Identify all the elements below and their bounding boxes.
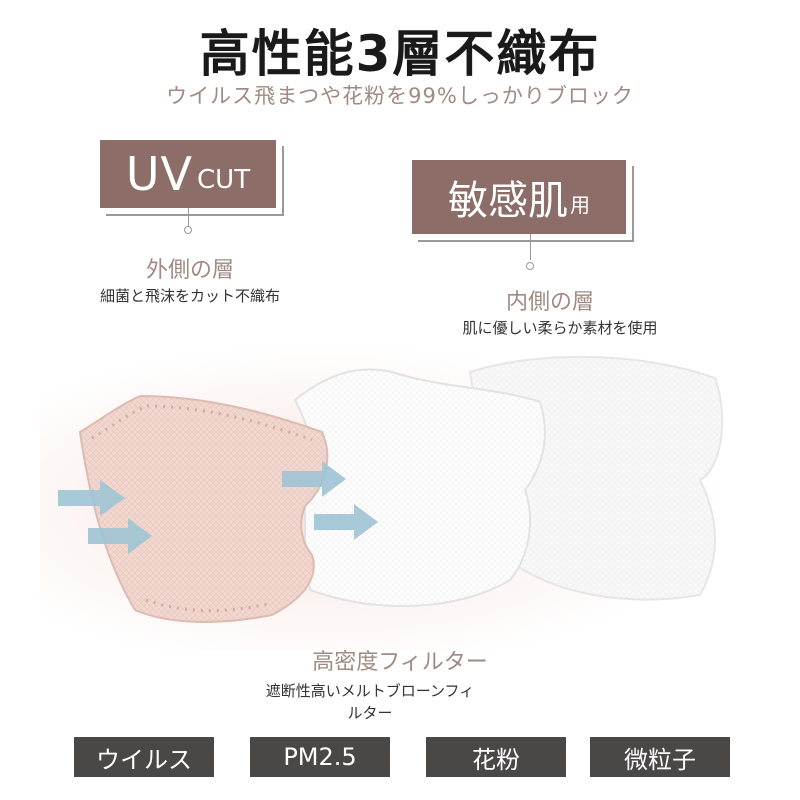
arrow-icon bbox=[58, 480, 125, 516]
tag-pm25: PM2.5 bbox=[250, 737, 390, 777]
tag-fine-particles: 微粒子 bbox=[590, 737, 730, 777]
filter-desc-line2: ルター bbox=[347, 704, 393, 722]
uv-badge-main: UV bbox=[125, 147, 194, 201]
outer-pointer-line bbox=[188, 208, 189, 228]
outer-layer-title: 外側の層 bbox=[145, 258, 234, 283]
filter-layer-description: 遮断性高いメルトブローンフィ ルター bbox=[230, 680, 510, 724]
airflow-arrows bbox=[58, 461, 378, 554]
uv-badge-sub: CUT bbox=[197, 165, 251, 195]
filter-layer-title: 高密度フィルター bbox=[312, 650, 488, 675]
inner-pointer-dot bbox=[526, 262, 534, 270]
sensitive-badge-sub: 用 bbox=[570, 192, 590, 217]
sensitive-badge-main: 敏感肌 bbox=[448, 178, 568, 224]
arrow-icon bbox=[88, 518, 152, 554]
arrow-icon bbox=[314, 504, 378, 540]
outer-mask-layer bbox=[78, 394, 329, 623]
page-subtitle: ウイルス飛まつや花粉を99%しっかりブロック bbox=[166, 84, 634, 108]
page-title: 高性能3層不織布 bbox=[199, 25, 601, 83]
tag-virus: ウイルス bbox=[74, 737, 214, 777]
inner-pointer-line bbox=[530, 234, 531, 260]
inner-layer-title: 内側の層 bbox=[505, 290, 594, 315]
outer-pointer-dot bbox=[184, 226, 192, 234]
sensitive-skin-badge: 敏感肌 用 bbox=[412, 160, 626, 234]
uv-cut-badge: UV CUT bbox=[100, 140, 276, 208]
filter-desc-line1: 遮断性高いメルトブローンフィ bbox=[265, 682, 475, 700]
outer-layer-description: 細菌と飛沫をカット不織布 bbox=[99, 287, 280, 305]
tag-pollen: 花粉 bbox=[426, 737, 566, 777]
arrow-icon bbox=[282, 461, 346, 497]
